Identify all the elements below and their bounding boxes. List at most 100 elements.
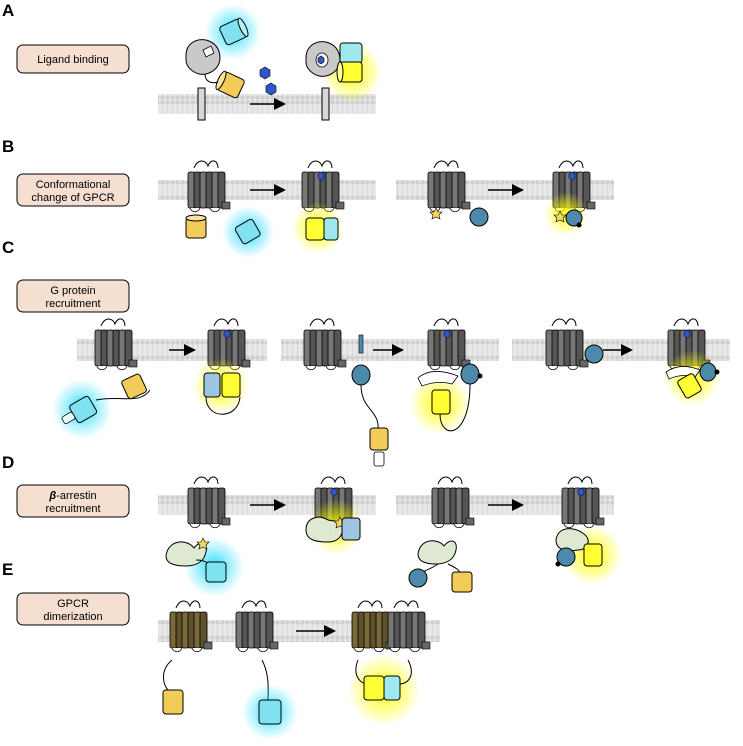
gpcr-receptor-dimer xyxy=(169,600,213,653)
panel-letter-c: C xyxy=(2,238,14,257)
gpcr-receptor xyxy=(235,600,279,653)
gpcr-receptor xyxy=(94,318,138,371)
hexagon-ligand-icon xyxy=(568,171,576,181)
cyan-fragment xyxy=(323,217,339,241)
label-c-line1: G protein xyxy=(50,285,95,297)
g-beta-gamma xyxy=(417,371,459,387)
fragment-tag xyxy=(373,451,385,467)
yellow-fragment xyxy=(431,389,451,415)
yellow-fragment xyxy=(221,372,241,398)
cyan-fragment xyxy=(258,699,282,725)
yellow-fragment xyxy=(369,427,389,451)
arrestin xyxy=(305,516,343,543)
label-c-line2: recruitment xyxy=(45,298,100,310)
yellow-fragment xyxy=(451,571,473,593)
gpcr-receptor xyxy=(431,476,475,529)
yellow-fragment-cap xyxy=(336,61,344,83)
panel-letter-a: A xyxy=(2,1,14,20)
yellow-fragment xyxy=(583,543,603,567)
star-icon xyxy=(553,210,567,223)
linker xyxy=(439,383,471,432)
panel-letter-d: D xyxy=(2,453,14,472)
panel-b-left xyxy=(185,202,344,258)
label-box-c: G protein recruitment xyxy=(16,279,130,313)
tm-helix xyxy=(321,87,330,121)
cyan-fragment xyxy=(339,42,363,64)
yellow-fragment xyxy=(121,373,147,400)
panel-d-2 xyxy=(408,525,622,593)
dot xyxy=(555,561,561,567)
panel-b-right xyxy=(429,192,588,236)
gpcr-receptor xyxy=(303,318,347,371)
panel-c-1 xyxy=(52,358,249,439)
g-protein xyxy=(565,209,583,227)
gpcr-receptor xyxy=(187,476,231,529)
g-protein xyxy=(351,364,371,386)
gpcr-receptor xyxy=(427,318,471,371)
g-protein xyxy=(460,363,480,385)
hexagon-ligand-icon xyxy=(317,55,325,65)
gpcr-receptor xyxy=(427,160,471,213)
yellow-fragment xyxy=(185,214,207,239)
yellow-fragment xyxy=(677,373,702,399)
yellow-glow xyxy=(193,358,249,414)
hexagon-ligand-icon xyxy=(577,487,585,497)
linker xyxy=(204,73,219,84)
gpcr-receptor xyxy=(187,160,231,213)
linker xyxy=(163,659,173,693)
gpcr-receptor xyxy=(387,600,431,653)
cyan-fragment xyxy=(205,561,227,583)
star-icon xyxy=(196,537,210,550)
panel-c-2 xyxy=(351,334,483,467)
panel-e xyxy=(162,654,420,740)
receptor-domain xyxy=(185,39,221,75)
cyan-fragment xyxy=(219,17,249,46)
linker xyxy=(360,384,379,431)
beta-symbol: β xyxy=(48,490,56,502)
label-box-a: Ligand binding xyxy=(16,44,130,74)
hexagon-ligand-icon xyxy=(443,329,451,339)
label-a-line1: Ligand binding xyxy=(37,54,109,66)
linker xyxy=(205,396,241,415)
label-d-line2: recruitment xyxy=(45,503,100,515)
linker xyxy=(399,659,412,685)
gpcr-receptor xyxy=(545,318,589,371)
yellow-fragment xyxy=(305,217,325,241)
label-box-d: β-arrestin recruitment xyxy=(16,484,130,518)
cyan-fragment xyxy=(234,218,261,245)
dot xyxy=(714,369,720,375)
cyan-fragment xyxy=(383,675,401,701)
panel-letter-b: B xyxy=(2,137,14,156)
label-d-line1-rest: -arrestin xyxy=(56,490,96,502)
cyan-fragment xyxy=(341,517,361,541)
dot xyxy=(576,222,582,228)
g-protein xyxy=(408,568,428,588)
hexagon-ligand-icon xyxy=(317,171,325,181)
label-b-line2: change of GPCR xyxy=(31,192,114,204)
label-box-b: Conformational change of GPCR xyxy=(16,173,130,207)
hexagon-ligand-icon xyxy=(683,329,691,339)
gpcr-receptor xyxy=(561,476,605,529)
label-b-line1: Conformational xyxy=(36,179,111,191)
arrestin xyxy=(417,540,457,565)
hexagon-ligand-icon xyxy=(223,329,231,339)
binding-cleft xyxy=(202,45,215,58)
tm-helix xyxy=(197,87,206,121)
yellow-fragment xyxy=(215,70,245,99)
panel-letter-e: E xyxy=(2,560,13,579)
label-e-line2: dimerization xyxy=(43,611,102,623)
panel-a-left xyxy=(185,4,277,121)
gpcr-receptor xyxy=(301,160,345,213)
yellow-fragment xyxy=(162,689,184,715)
star-icon xyxy=(429,207,443,220)
hexagon-ligand-icon xyxy=(330,487,338,497)
yellow-fragment xyxy=(363,675,385,701)
label-e-line1: GPCR xyxy=(57,598,89,610)
lipid-anchor xyxy=(358,334,364,354)
cyan-fragment xyxy=(203,372,221,398)
label-d-line1: β-arrestin xyxy=(48,490,96,502)
g-protein xyxy=(699,362,717,382)
panel-a-right xyxy=(305,41,382,121)
linker xyxy=(95,389,151,401)
